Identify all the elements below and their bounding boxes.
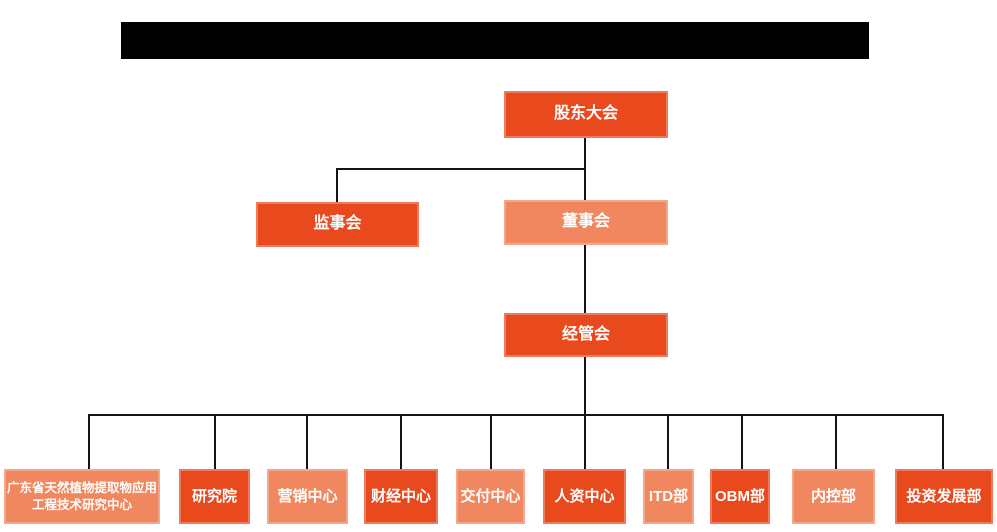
node-shareholders-meeting: 股东大会	[504, 91, 668, 138]
connector-drop-internal-control-dept	[835, 414, 837, 469]
redacted-title-bar	[121, 22, 869, 59]
connector-level2-horizontal	[336, 168, 586, 170]
connector-drop-research-center	[88, 414, 90, 469]
connector-departments-horizontal	[88, 414, 944, 416]
node-investment-development-dept: 投资发展部	[895, 469, 993, 524]
node-supervisory-board: 监事会	[256, 202, 419, 247]
node-finance-center: 财经中心	[364, 469, 438, 524]
connector-drop-marketing-center	[306, 414, 308, 469]
connector-drop-finance-center	[400, 414, 402, 469]
connector-drop-research-institute	[214, 414, 216, 469]
node-itd-dept: ITD部	[643, 469, 694, 524]
connector-drop-investment-development-dept	[942, 414, 944, 469]
connector-management-stem	[584, 357, 586, 415]
node-delivery-center: 交付中心	[456, 469, 525, 524]
connector-board-to-management	[584, 245, 586, 313]
connector-drop-delivery-center	[490, 414, 492, 469]
node-obm-dept: OBM部	[710, 469, 770, 524]
node-research-institute: 研究院	[179, 469, 250, 524]
connector-supervisory-drop	[336, 168, 338, 202]
node-internal-control-dept: 内控部	[792, 469, 875, 524]
node-marketing-center: 营销中心	[267, 469, 348, 524]
node-management-committee: 经管会	[504, 313, 668, 357]
node-board-of-directors: 董事会	[504, 200, 668, 245]
node-hr-center: 人资中心	[543, 469, 626, 524]
connector-drop-hr-center	[584, 414, 586, 469]
connector-drop-obm-dept	[741, 414, 743, 469]
connector-drop-itd-dept	[667, 414, 669, 469]
node-research-center: 广东省天然植物提取物应用工程技术研究中心	[4, 469, 160, 524]
